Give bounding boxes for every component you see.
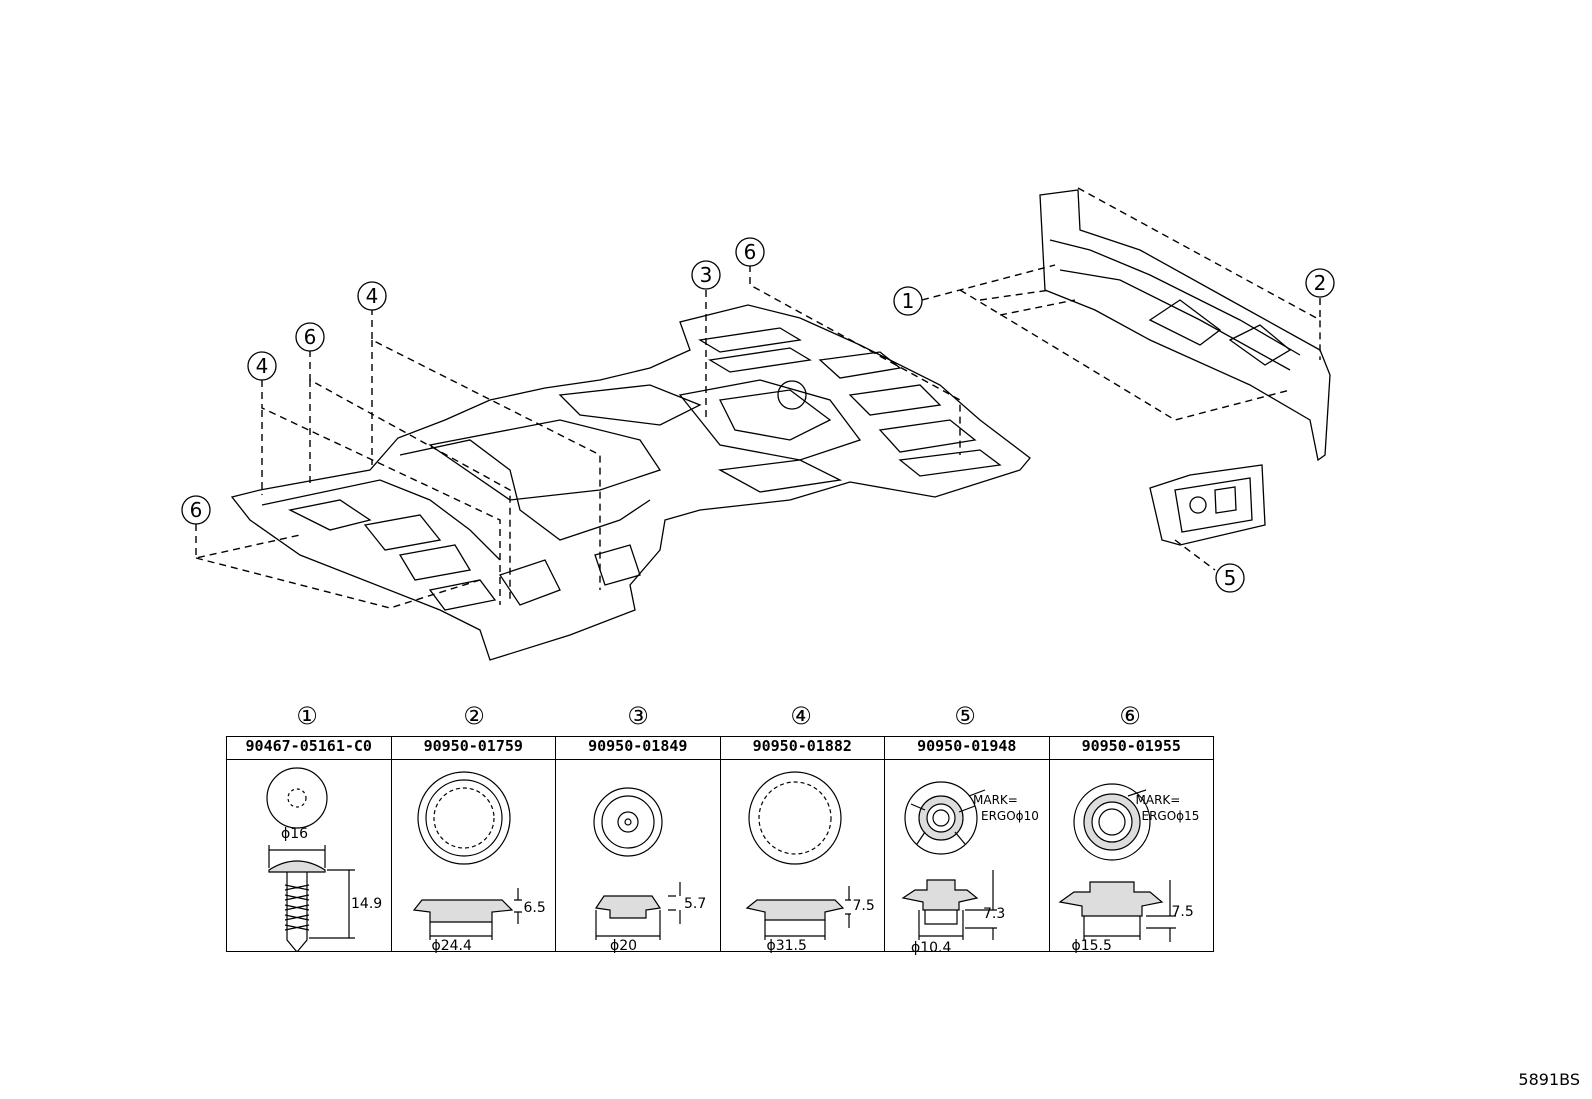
part-cell-5: MARK= ERGOϕ10 7.3 ϕ10.4 <box>884 759 1050 956</box>
table-callout: ⑤ <box>954 702 976 730</box>
callout-label: 4 <box>255 354 269 378</box>
diagram-code: 5891BS <box>1518 1070 1580 1089</box>
part-cell-3: 5.7 ϕ20 <box>555 759 721 954</box>
dim-height: 7.5 <box>852 898 875 914</box>
callout-4-a-circle <box>247 351 277 381</box>
part-cell-1: ϕ16 14.9 <box>226 759 392 952</box>
part-number: 90950-01882 <box>719 736 885 760</box>
grommet-drawing <box>1057 783 1176 942</box>
callout-3-circle <box>691 260 721 290</box>
clip-drawing <box>266 767 355 951</box>
callout-1-circle <box>893 286 923 316</box>
part-number: 90467-05161-C0 <box>226 736 392 760</box>
dim-height: 5.7 <box>684 896 707 912</box>
part-number: 90950-01759 <box>390 736 556 760</box>
part-number: 90950-01948 <box>884 736 1050 760</box>
callout-label: 6 <box>189 498 203 522</box>
mark-label-line1: MARK= <box>973 793 1018 807</box>
table-callout: ① <box>296 702 318 730</box>
dim-diameter: ϕ10.4 <box>911 940 952 956</box>
callout-6-c-circle <box>735 237 765 267</box>
callout-label: 6 <box>743 240 757 264</box>
table-callout: ⑥ <box>1119 702 1141 730</box>
dim-diameter: ϕ31.5 <box>766 938 807 954</box>
callout-4-b-circle <box>357 281 387 311</box>
callout-label: 5 <box>1223 566 1237 590</box>
parts-table: 90467-05161-C0 90950-01759 90950-01849 9… <box>226 736 1214 956</box>
callout-label: 3 <box>699 263 713 287</box>
dim-diameter: ϕ24.4 <box>431 938 472 954</box>
part-cell-4: 7.5 ϕ31.5 <box>719 759 885 954</box>
callout-label: 4 <box>365 284 379 308</box>
callout-label: 1 <box>901 289 915 313</box>
table-callout: ④ <box>790 702 812 730</box>
part-cell-6: MARK= ERGOϕ15 7.5 ϕ15.5 <box>1048 759 1214 954</box>
part-number-row: 90467-05161-C0 90950-01759 90950-01849 9… <box>226 736 1214 760</box>
callout-6-left-circle <box>181 495 211 525</box>
grommet-drawing <box>745 771 851 940</box>
dim-height: 7.5 <box>1171 904 1194 920</box>
part-number: 90950-01849 <box>555 736 721 760</box>
dim-height: 6.5 <box>523 900 546 916</box>
part-drawing-row: ϕ16 14.9 6.5 ϕ24.4 <box>226 759 1214 956</box>
dim-height: 7.3 <box>983 906 1006 922</box>
grommet-drawing <box>593 787 681 940</box>
callout-6-b-circle <box>295 322 325 352</box>
dim-diameter: ϕ16 <box>281 826 309 842</box>
table-callout: ③ <box>627 702 649 730</box>
callout-5-circle <box>1215 563 1245 593</box>
mark-label-line2: ERGOϕ15 <box>1141 809 1200 823</box>
table-callout: ② <box>463 702 485 730</box>
callout-2-circle <box>1305 268 1335 298</box>
mark-label-line1: MARK= <box>1135 793 1181 807</box>
callout-label: 6 <box>303 325 317 349</box>
part-number: 90950-01955 <box>1048 736 1214 760</box>
grommet-drawing <box>901 781 997 940</box>
mark-label-line2: ERGOϕ10 <box>981 809 1039 823</box>
dim-diameter: ϕ20 <box>610 938 638 954</box>
grommet-drawing <box>412 771 522 940</box>
callout-label: 2 <box>1313 271 1327 295</box>
dim-diameter: ϕ15.5 <box>1071 938 1112 954</box>
dim-height: 14.9 <box>351 896 383 912</box>
part-cell-2: 6.5 ϕ24.4 <box>390 759 556 954</box>
